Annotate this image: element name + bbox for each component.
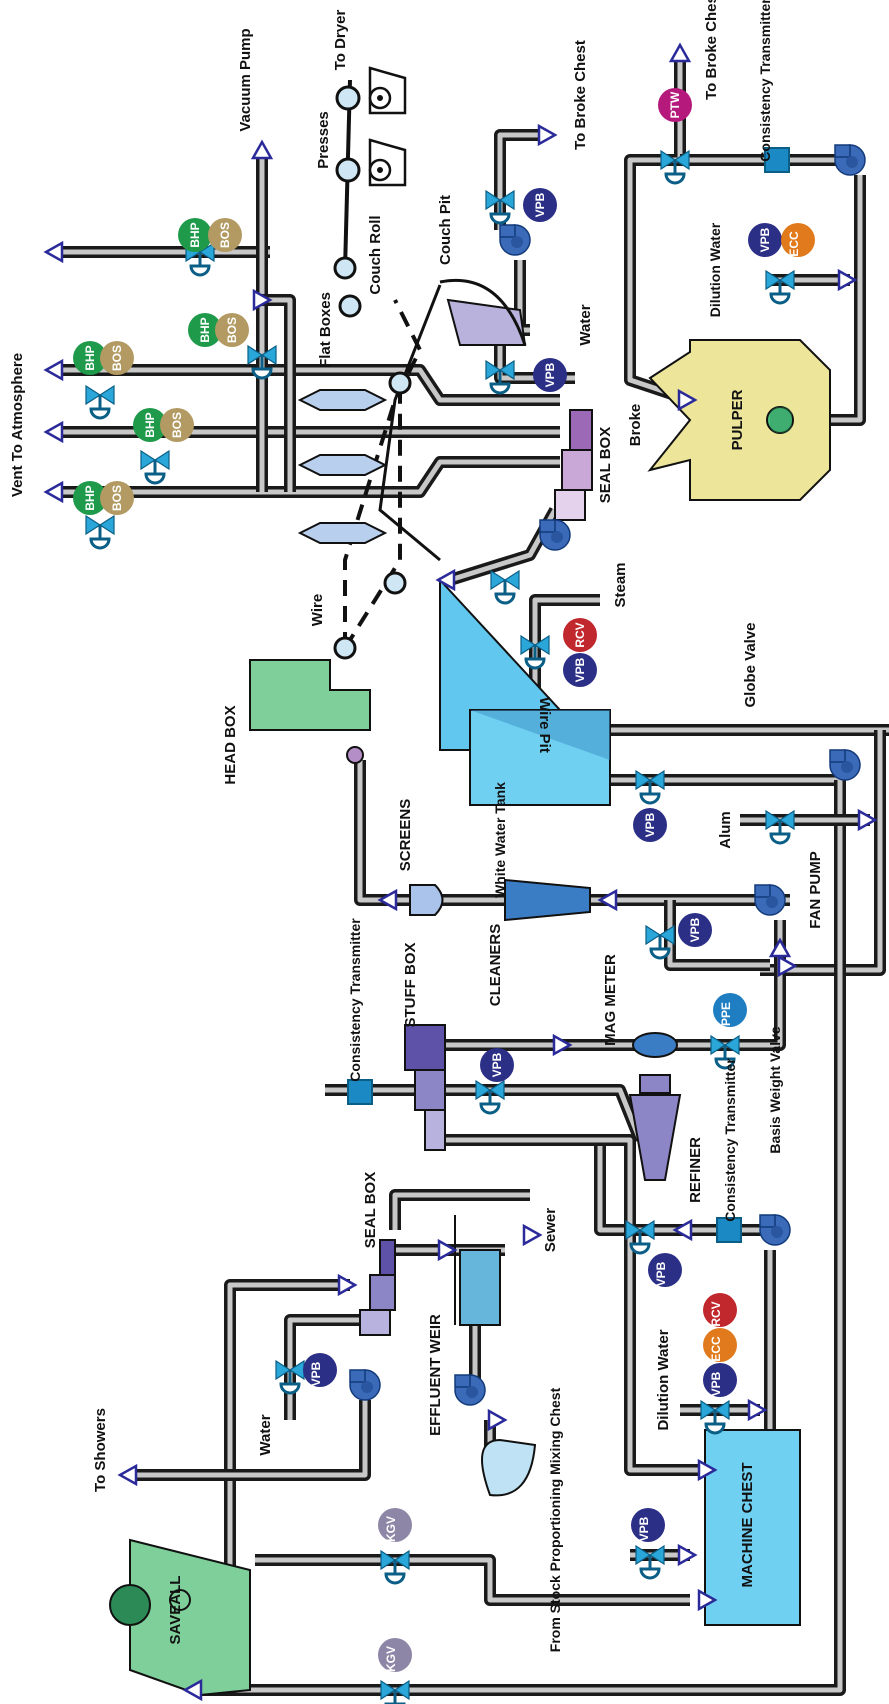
label-couch-roll: Couch Roll <box>367 215 384 294</box>
flow-arrows <box>43 42 878 1702</box>
label-to-broke-chest-right: To Broke Chest <box>703 0 720 100</box>
tag-vpb: VPB <box>490 1052 504 1077</box>
screens <box>409 884 444 916</box>
label-vent-to-atmosphere: Vent To Atmosphere <box>9 353 26 497</box>
label-screens: SCREENS <box>397 799 414 872</box>
refiner <box>628 1074 682 1181</box>
labels: Vent To Atmosphere Vacuum Pump Presses T… <box>9 0 824 1652</box>
label-to-broke-chest-top: To Broke Chest <box>572 40 589 150</box>
wire-section <box>297 66 442 660</box>
tag-bhp: BHP <box>83 485 97 510</box>
label-refiner: REFINER <box>687 1137 704 1203</box>
seal-box-top <box>554 409 593 521</box>
label-mag-meter: MAG METER <box>602 954 619 1046</box>
tag-rcv: RCV <box>709 1301 723 1326</box>
label-water-low: Water <box>257 1414 274 1455</box>
label-consistency-transmitter-top: Consistency Transmitter <box>757 0 773 162</box>
tag-vpb: VPB <box>654 1261 668 1286</box>
label-white-water-tank: White Water Tank <box>492 782 508 898</box>
tag-bhp: BHP <box>143 412 157 437</box>
label-steam: Steam <box>612 562 629 607</box>
label-globe-valve: Globe Valve <box>742 622 759 707</box>
instrument-tags: BHP BOS BHP BOS BHP BOS BHP BOS BHP BOS … <box>73 88 815 1672</box>
label-wire-pit: Wire Pit <box>536 697 553 753</box>
consistency-transmitter-top <box>764 147 790 173</box>
cleaners <box>504 878 591 922</box>
label-sewer: Sewer <box>542 1208 559 1252</box>
label-saveall: SAVEALL <box>167 1576 184 1645</box>
label-broke: Broke <box>627 404 644 447</box>
label-fan-pump: FAN PUMP <box>807 851 824 929</box>
label-pulper: PULPER <box>729 389 746 450</box>
label-from-stock: From Stock Proportioning Mixing Chest <box>547 1387 563 1652</box>
tag-vpb: VPB <box>637 1516 651 1541</box>
effluent-weir <box>459 1249 501 1326</box>
label-machine-chest: MACHINE CHEST <box>739 1462 756 1587</box>
tag-vpb: VPB <box>533 192 547 217</box>
tag-vpb: VPB <box>573 657 587 682</box>
tag-vpb: VPB <box>709 1371 723 1396</box>
label-presses: Presses <box>315 111 332 169</box>
tag-bhp: BHP <box>188 222 202 247</box>
tag-vpb: VPB <box>543 362 557 387</box>
pulper <box>647 339 831 501</box>
label-vacuum-pump: Vacuum Pump <box>237 28 254 131</box>
consistency-transmitter-mid <box>347 1079 373 1105</box>
label-alum: Alum <box>717 811 734 849</box>
machine-chest <box>704 1429 801 1626</box>
label-dilution-water-low: Dilution Water <box>655 1329 672 1430</box>
label-head-box: HEAD BOX <box>222 705 239 784</box>
tag-ppe: PPE <box>719 1002 733 1026</box>
tag-vpb: VPB <box>688 917 702 942</box>
stuff-box <box>404 1024 446 1151</box>
tag-ecc: ECC <box>709 1336 723 1362</box>
tag-kgv: KGV <box>384 1646 398 1672</box>
tag-vpb: VPB <box>643 812 657 837</box>
couch-pit <box>446 298 527 346</box>
tag-bos: BOS <box>110 345 124 371</box>
label-wire: Wire <box>309 594 326 626</box>
label-basis-weight-valve: Basis Weight Valve <box>767 1026 783 1154</box>
label-water-top: Water <box>577 304 594 345</box>
label-stuff-box: STUFF BOX <box>402 943 419 1028</box>
label-dilution-water-top: Dilution Water <box>707 222 723 317</box>
tag-bos: BOS <box>170 412 184 438</box>
tag-vpb: VPB <box>758 227 772 252</box>
label-to-showers: To Showers <box>92 1408 109 1492</box>
label-consistency-transmitter-mid: Consistency Transmitter <box>347 918 363 1082</box>
tag-kgv: KGV <box>384 1516 398 1542</box>
seal-box-low <box>359 1239 396 1336</box>
tag-ptw: PTW <box>668 91 682 118</box>
label-flat-boxes: Flat Boxes <box>317 292 334 368</box>
tag-bos: BOS <box>225 317 239 343</box>
label-to-dryer: To Dryer <box>332 10 349 71</box>
label-couch-pit: Couch Pit <box>437 195 454 265</box>
head-box <box>249 659 371 731</box>
tag-bhp: BHP <box>83 345 97 370</box>
tag-rcv: RCV <box>573 622 587 647</box>
label-consistency-transmitter-low: Consistency Transmitter <box>722 1058 738 1222</box>
label-seal-box-top: SEAL BOX <box>597 427 614 503</box>
consistency-transmitter-low <box>716 1217 742 1243</box>
saveall <box>109 1538 251 1697</box>
tag-bhp: BHP <box>198 317 212 342</box>
label-cleaners: CLEANERS <box>487 924 504 1007</box>
tag-bos: BOS <box>218 222 232 248</box>
tag-ecc: ECC <box>787 231 801 257</box>
tag-bos: BOS <box>110 485 124 511</box>
label-seal-box-low: SEAL BOX <box>362 1172 379 1248</box>
mag-meter <box>632 1032 678 1058</box>
tag-vpb: VPB <box>309 1361 323 1386</box>
label-effluent-weir: EFFLUENT WEIR <box>427 1314 444 1436</box>
